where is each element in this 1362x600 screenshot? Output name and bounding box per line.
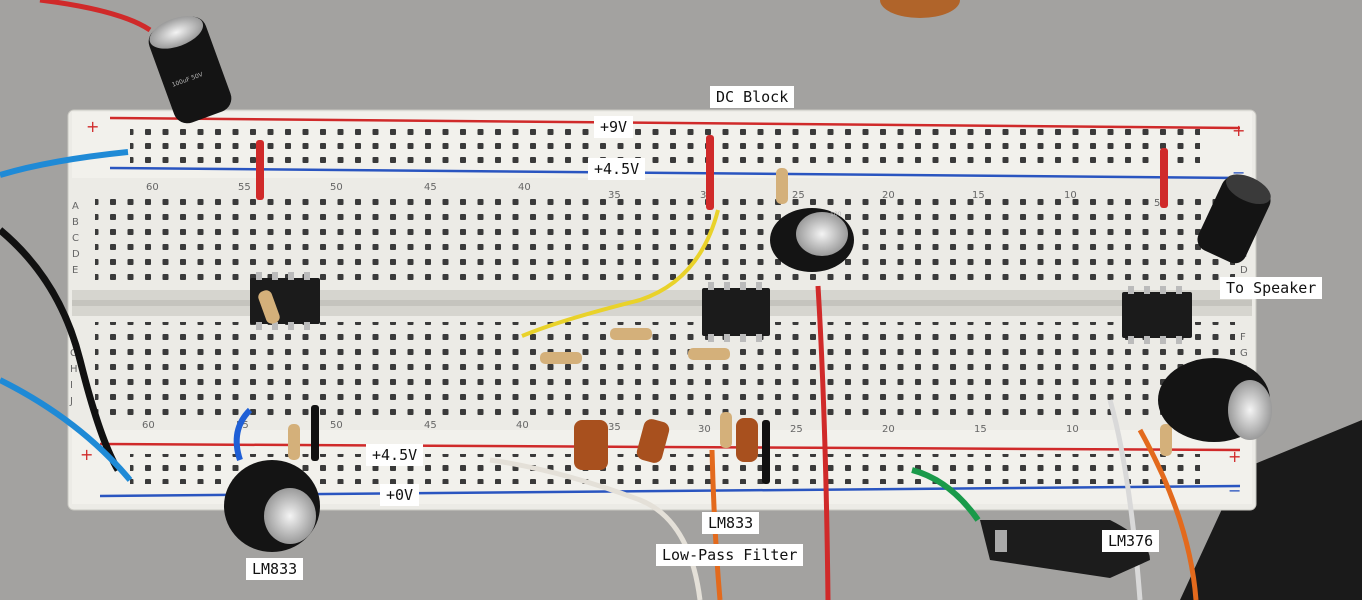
resistors (258, 168, 1172, 460)
col-num: 35 (608, 422, 621, 433)
rail-minus-bottom-right: − (1228, 481, 1241, 500)
lm376-chip (1122, 286, 1192, 344)
breadboard (67, 109, 1257, 511)
black-jumper (311, 405, 319, 461)
col-num: 50 (330, 182, 343, 193)
row-letter: F (1240, 332, 1246, 343)
row-letter: G (70, 348, 78, 359)
col-num: 55 (238, 182, 251, 193)
to-speaker-label: To Speaker (1220, 277, 1323, 299)
col-num: 60 (142, 420, 155, 431)
red-jumper-5 (1160, 148, 1168, 208)
col-num: 30 (698, 424, 711, 435)
cap-marking: 100 (830, 211, 842, 218)
electrolytic-cap-top-left: 100uF 50V (148, 16, 232, 124)
lm833-chip-center (702, 282, 770, 342)
col-num: 40 (518, 182, 531, 193)
col-num: 10 (1064, 190, 1077, 201)
lm833-center-label: LM833 (702, 512, 760, 534)
electrolytic-cap-center: 100 (770, 208, 854, 272)
rail-plus-top-right: + (1232, 121, 1245, 140)
col-num: 10 (1066, 424, 1079, 435)
row-letter: I (70, 380, 73, 391)
low-pass-filter-label: Low-Pass Filter (656, 544, 804, 566)
blue-wire-top-left (0, 149, 129, 178)
resistor (1160, 424, 1172, 456)
red-jumper-55 (256, 140, 264, 200)
col-num: 25 (792, 190, 805, 201)
plus-4-5v-top-label: +4.5V (588, 158, 646, 180)
resistor (540, 352, 582, 364)
blue-jumper (233, 407, 253, 461)
clip-jaw (995, 530, 1007, 552)
plus-9v-label: +9V (594, 116, 634, 138)
dark-surface (1180, 420, 1362, 600)
white-wire-right (1107, 399, 1143, 600)
plus-0v-label: +0V (380, 484, 420, 506)
black-jumper-2 (762, 420, 770, 484)
col-num: 20 (882, 424, 895, 435)
resistor (688, 348, 730, 360)
electrolytic-cap-bottom-left (224, 460, 320, 552)
red-wire-bottom (815, 285, 831, 600)
col-num: 40 (516, 420, 529, 431)
row-letter: J (69, 396, 73, 407)
rail-plus-bottom-left: + (80, 445, 93, 464)
row-letter: E (72, 265, 78, 276)
brown-disc (880, 0, 960, 18)
row-letter: G (1240, 348, 1248, 359)
film-cap (736, 418, 758, 462)
film-cap (636, 419, 670, 463)
red-jumper-30 (706, 135, 714, 210)
col-num: 50 (330, 420, 343, 431)
row-letter: A (72, 201, 79, 212)
col-num: 5 (1154, 198, 1160, 209)
resistor (776, 168, 788, 204)
rail-plus-top-left: + (86, 117, 99, 136)
row-letter: B (72, 217, 79, 228)
orange-wire-right (1137, 428, 1199, 600)
green-wire (911, 467, 981, 522)
electrolytic-cap-right-bottom (1158, 358, 1272, 442)
col-num: 45 (424, 182, 437, 193)
resistor (288, 424, 300, 460)
lm833-left-label: LM833 (246, 558, 304, 580)
plus-4-5v-bottom-label: +4.5V (366, 444, 424, 466)
film-cap (574, 420, 608, 470)
blue-wire-bottom-left (0, 377, 133, 482)
resistor (720, 412, 732, 448)
resistor (610, 328, 652, 340)
col-num: 45 (424, 420, 437, 431)
yellow-wire (521, 209, 720, 338)
row-letter: H (70, 364, 78, 375)
col-num: 35 (608, 190, 621, 201)
red-wire-top-left (39, 0, 152, 33)
row-letter: D (72, 249, 80, 260)
col-num: 25 (790, 424, 803, 435)
black-wire-left (0, 227, 122, 472)
resistor (258, 290, 280, 324)
electrolytic-cap-right-top (1197, 174, 1271, 264)
col-num: 20 (882, 190, 895, 201)
rail-plus-bottom-right: + (1228, 447, 1241, 466)
row-letter: D (1240, 265, 1248, 276)
col-num: 60 (146, 182, 159, 193)
lm376-label: LM376 (1102, 530, 1160, 552)
row-letter: C (72, 233, 79, 244)
col-num: 15 (974, 424, 987, 435)
dc-block-label: DC Block (710, 86, 795, 108)
col-num: 15 (972, 190, 985, 201)
